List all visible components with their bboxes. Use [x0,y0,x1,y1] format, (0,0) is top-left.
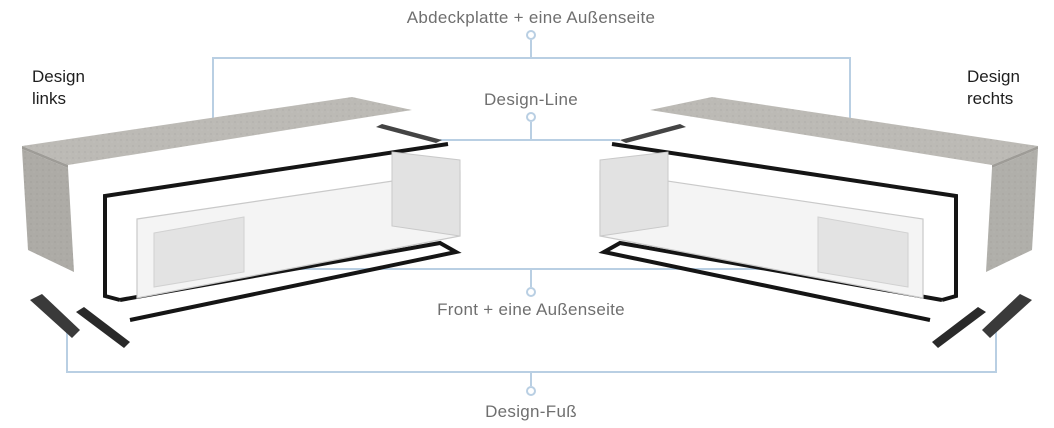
connector-dot-foot [526,386,536,396]
left-side-panel [22,149,74,272]
connector-dot-front [526,287,536,297]
right-top-plate-edge [992,146,1038,168]
right-unit [598,97,1038,348]
connector-foot-bracket [66,330,997,373]
left-top-plate [22,97,412,165]
right-top-plate [650,97,1038,165]
left-top-plate-edge [22,146,68,168]
label-design-left-line2: links [32,89,67,108]
left-side-shade [22,149,74,272]
label-top-plate: Abdeckplatte + eine Außenseite [406,8,656,27]
connector-dot-design-line [526,112,536,122]
left-carcass-outline [103,142,449,302]
left-foot-bracket [30,294,80,338]
right-side-shade [986,149,1038,272]
label-design-line: Design-Line [483,90,579,109]
connector-dot-top [526,30,536,40]
left-foot-plate [76,307,130,348]
label-design-foot: Design-Fuß [485,402,577,421]
left-glass-side [391,151,461,237]
right-foot-plate [932,307,986,348]
left-carcass-bottom [119,240,462,322]
label-design-right: Design rechts [967,66,1020,110]
left-front-panel-inset [153,216,245,288]
label-front: Front + eine Außenseite [437,300,625,319]
left-unit [22,97,462,348]
right-carcass-bottom [598,240,943,322]
label-design-left-line1: Design [32,67,85,86]
right-foot-bracket [982,294,1032,338]
right-side-panel [986,149,1038,272]
label-design-left: Design links [32,66,85,110]
connector-dots [526,30,536,396]
right-front-panel-inset [817,216,909,288]
connector-lines [66,40,997,386]
label-design-right-line1: Design [967,67,1020,86]
label-design-right-line2: rechts [967,89,1014,108]
right-glass-side [599,151,669,237]
left-design-line-strip [376,124,442,143]
right-carcass-outline [611,142,958,302]
right-design-line-strip [620,124,686,143]
